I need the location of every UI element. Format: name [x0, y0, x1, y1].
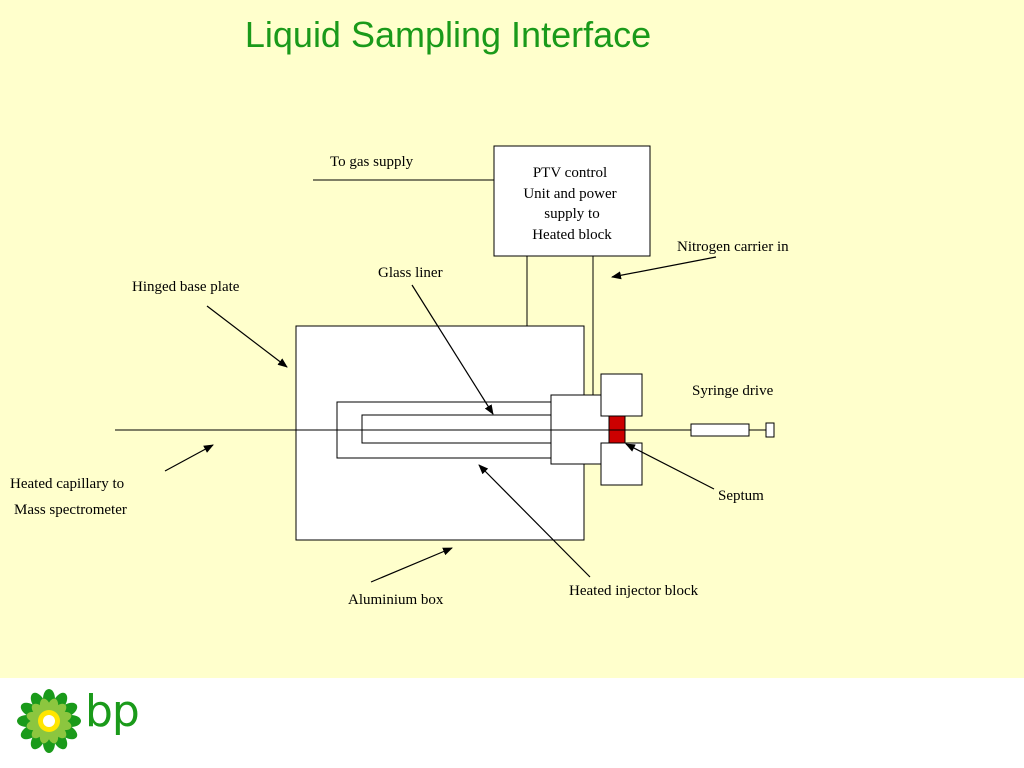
slide-footer: [0, 678, 1024, 768]
glass-liner: [361, 414, 553, 444]
syringe-drive-label: Syringe drive: [692, 383, 774, 399]
syringe-body: [690, 423, 750, 437]
ptv-label-line-1: PTV control: [533, 165, 607, 181]
aluminium-box-label: Aluminium box: [348, 592, 444, 608]
nitrogen-label: Nitrogen carrier in: [677, 239, 789, 255]
bp-logo-text: bp: [85, 686, 140, 737]
ptv-control-box: [493, 145, 651, 257]
ptv-label-line-2: Unit and power: [523, 186, 616, 202]
glass-liner-label: Glass liner: [378, 265, 443, 281]
ptv-label-line-4: Heated block: [532, 227, 612, 243]
capillary-label-line-2: Mass spectrometer: [14, 502, 127, 518]
helios-sunflower-icon: [17, 689, 81, 753]
hinged-base-label: Hinged base plate: [132, 279, 240, 295]
glass-liner-arrow: [411, 284, 494, 415]
septum-label: Septum: [718, 488, 764, 504]
aluminium-box-arrow: [370, 547, 453, 583]
capillary-arrow: [164, 444, 214, 472]
injector-block-arrow: [478, 464, 591, 578]
syringe-drive-upper: [600, 373, 643, 417]
injector-block-label: Heated injector block: [569, 583, 699, 599]
nitrogen-arrow: [611, 256, 717, 280]
gas-supply-label: To gas supply: [330, 154, 414, 170]
septum-arrow: [625, 443, 715, 490]
ptv-label-line-3: supply to: [544, 206, 599, 222]
slide-title: Liquid Sampling Interface: [244, 14, 652, 55]
syringe-plunger-cap: [765, 422, 775, 438]
hinged-base-arrow: [206, 305, 288, 368]
capillary-label-line-1: Heated capillary to: [10, 476, 124, 492]
